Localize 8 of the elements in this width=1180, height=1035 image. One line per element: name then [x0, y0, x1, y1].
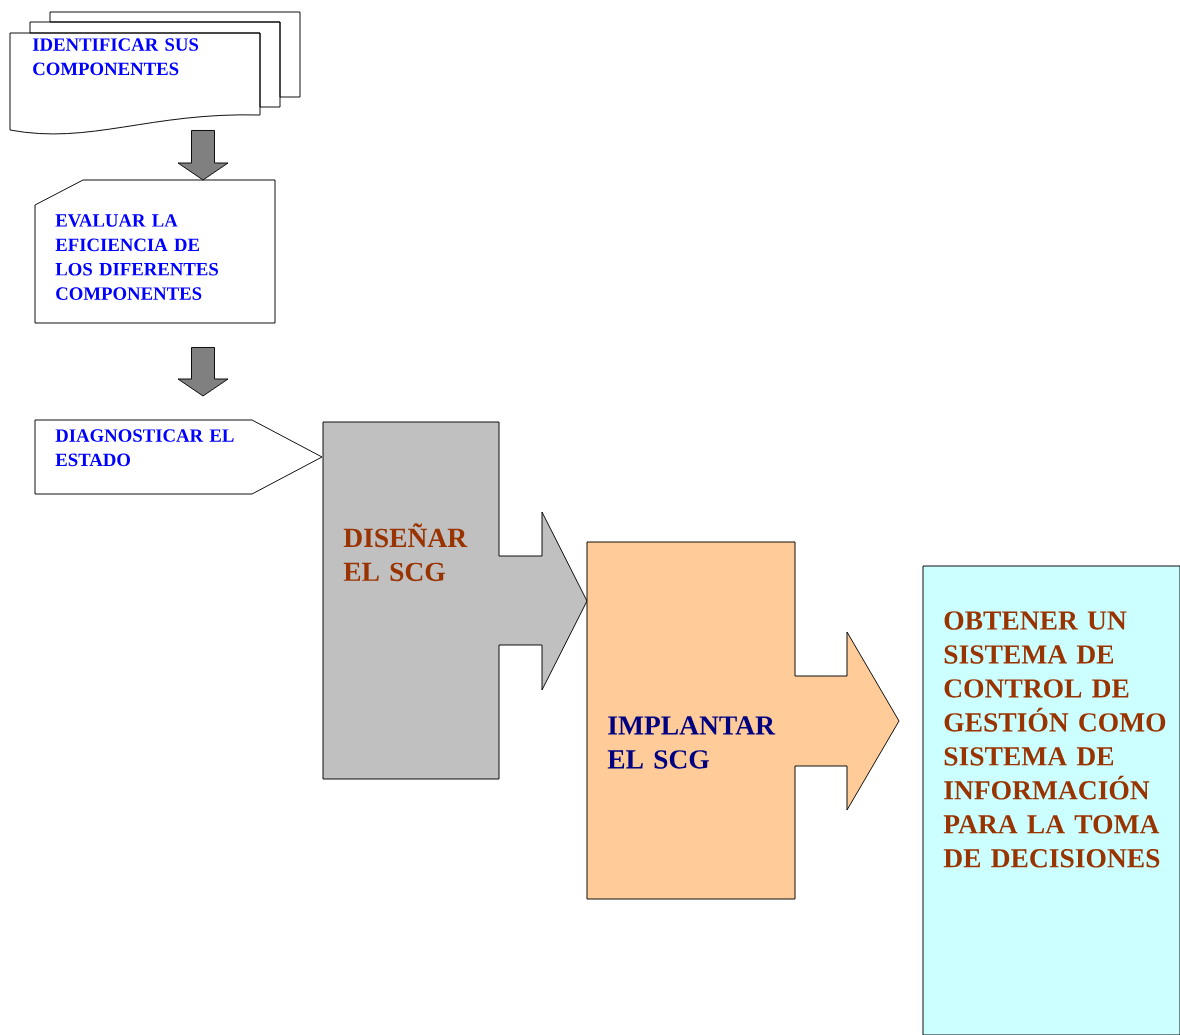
block-arrow-box: IMPLANTAR EL SCG	[586, 541, 900, 900]
pentagon-box: DIAGNOSTICAR EL ESTADO	[34, 419, 323, 495]
arrow	[177, 130, 229, 181]
document-stack: IDENTIFICAR SUS COMPONENTES	[9, 11, 301, 135]
process-box: OBTENER UN SISTEMA DE CONTROL DE GESTIÓN COMO SISTEMA DE INFORMACIÓN PARA LA TOMA DE DECISIONES	[922, 565, 1180, 1035]
block-arrow-box: DISEÑAR EL SCG	[322, 421, 588, 780]
manual-input-box: EVALUAR LA EFICIENCIA DE LOS DIFERENTES COMPONENTES	[34, 179, 276, 324]
arrow	[177, 347, 229, 397]
